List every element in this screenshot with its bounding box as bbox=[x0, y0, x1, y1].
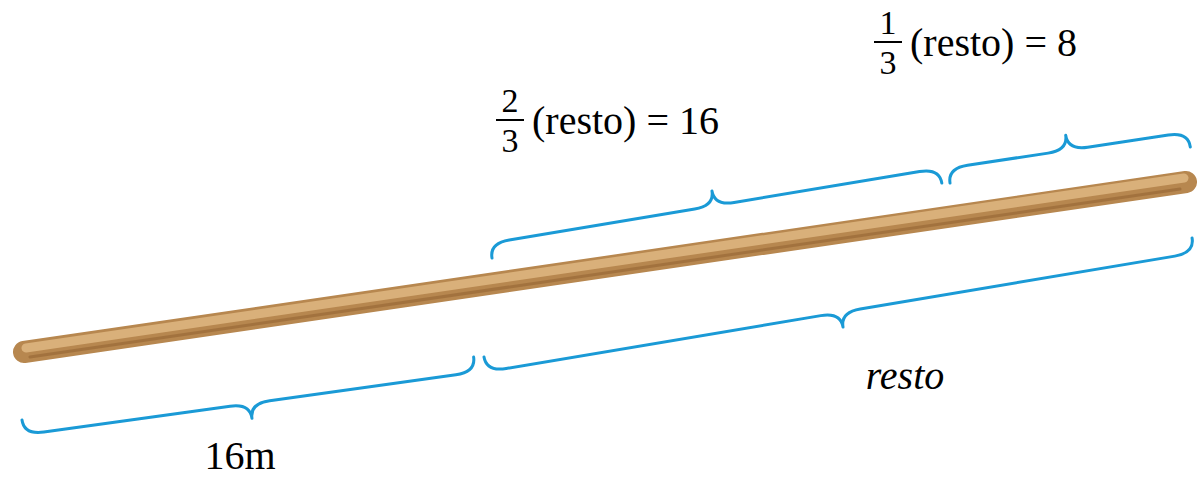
fraction-denominator: 3 bbox=[880, 46, 897, 80]
stick-shadow bbox=[30, 189, 1180, 357]
brace bbox=[946, 117, 1191, 183]
brace bbox=[484, 238, 1197, 387]
fraction-bar bbox=[496, 119, 524, 121]
fraction-bar bbox=[874, 41, 902, 43]
fraction-expression: (resto) = 8 bbox=[910, 23, 1077, 63]
fraction-denominator: 3 bbox=[502, 124, 519, 158]
fraction-numerator: 1 bbox=[880, 6, 897, 40]
fraction-expression: (resto) = 16 bbox=[532, 101, 719, 141]
dimension-label: 16m bbox=[204, 436, 275, 476]
stick-highlight bbox=[26, 178, 1184, 348]
fraction-numerator: 2 bbox=[502, 84, 519, 118]
brace bbox=[487, 153, 942, 258]
dimension-label: resto bbox=[866, 356, 945, 396]
